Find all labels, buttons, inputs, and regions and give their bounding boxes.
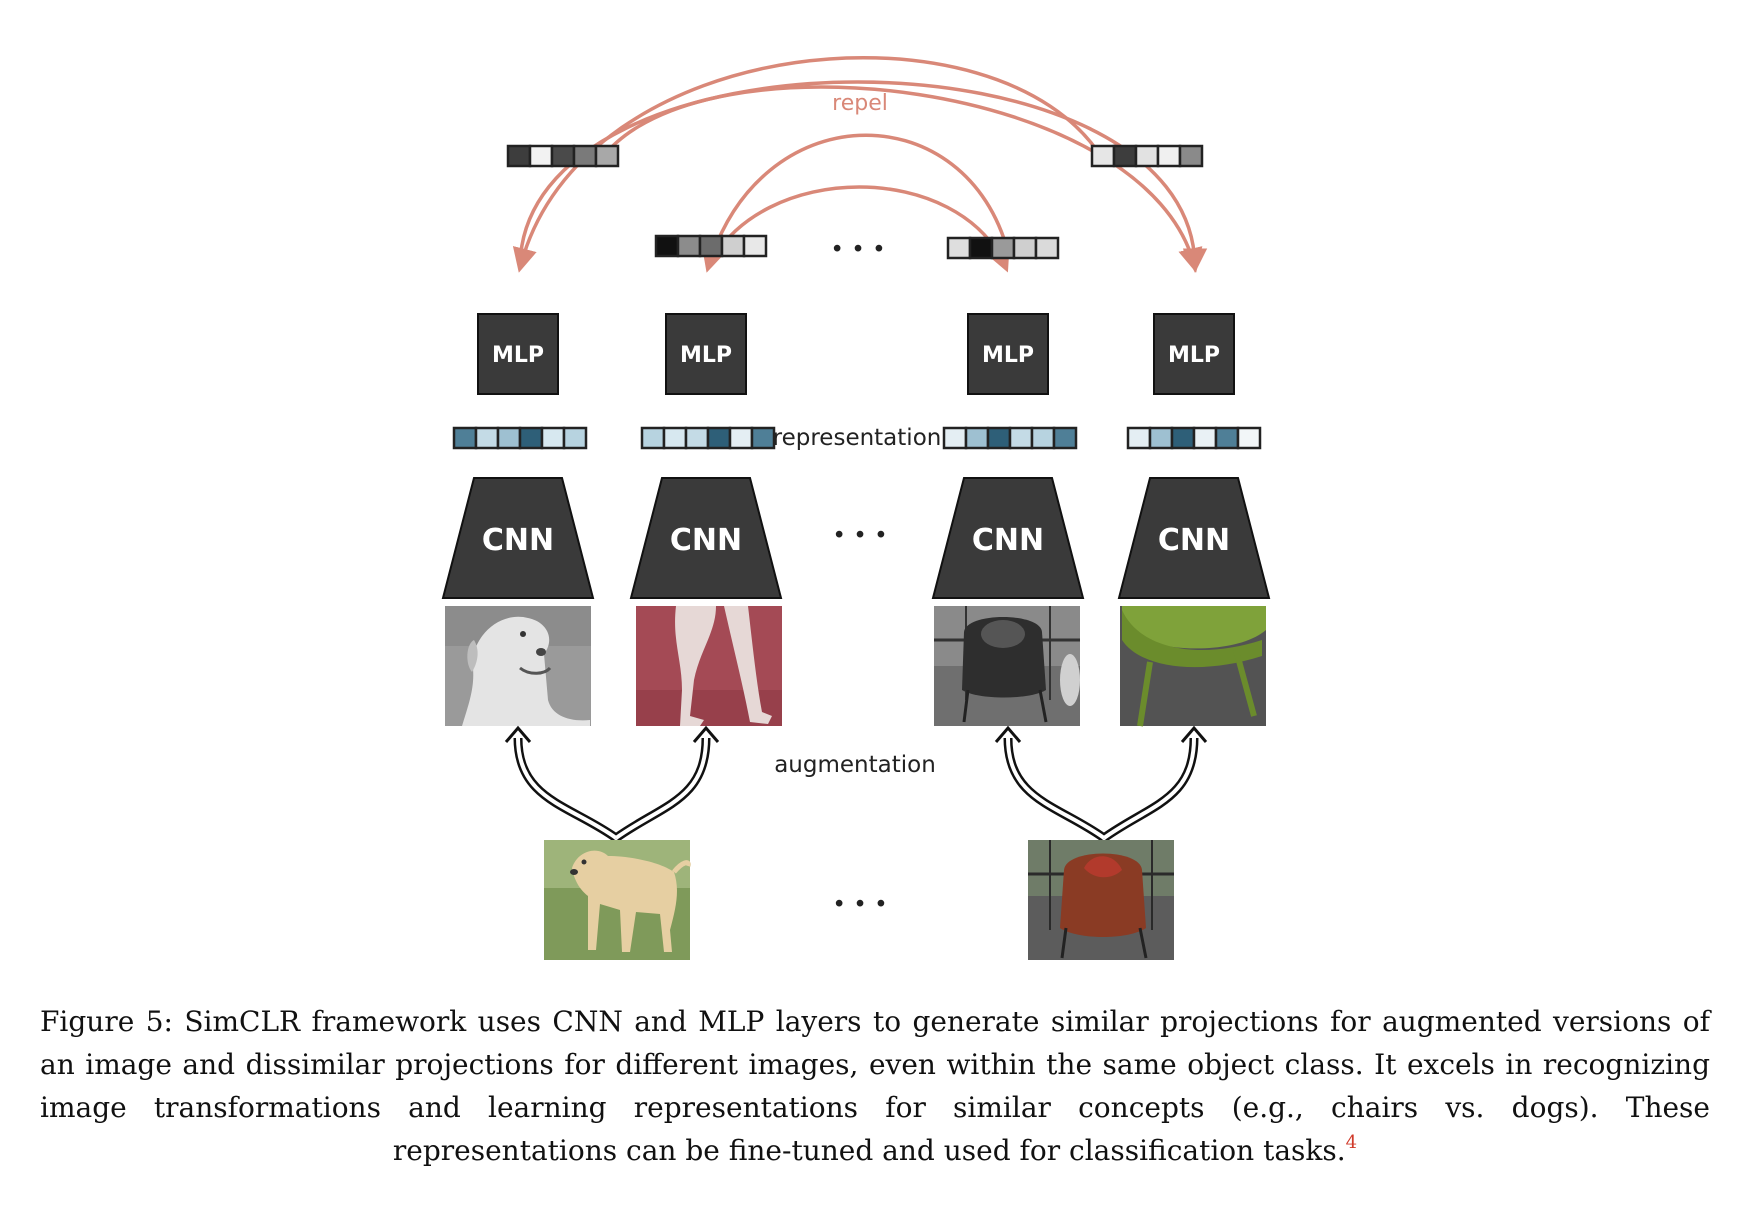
representation-vector-1 [452,426,588,450]
figure-caption: Figure 5: SimCLR framework uses CNN and … [40,1000,1710,1172]
ellipsis-middle: • • • [832,523,887,549]
projection-vectors [506,144,1204,260]
mlp-label: MLP [492,343,544,368]
chair-original-image [1028,840,1174,960]
repel-arrows [512,56,1208,273]
mlp-block-2: MLP [665,313,747,395]
chair-green-crop-image [1120,606,1266,727]
cnn-block-2: CNN [629,477,783,599]
representation-vectors [452,426,1262,450]
repel-label: repel [832,91,888,116]
representation-vector-2 [640,426,776,450]
projection-vector-2 [654,234,768,258]
repel-arrow-inner-right [706,185,1010,273]
caption-text: Figure 5: SimCLR framework uses CNN and … [40,1005,1710,1167]
repel-arrow-inner-left [701,133,1008,273]
representation-vector-4 [1126,426,1262,450]
mlp-block-3: MLP [967,313,1049,395]
augmentation-arrows [504,725,1208,842]
repel-arrow-outer [518,80,1208,273]
augmented-images [445,606,1266,727]
representation-label: representation [773,425,942,451]
mlp-block-4: MLP [1153,313,1235,395]
repel-arrow-right-out [600,85,1203,273]
mlp-blocks: MLP MLP MLP MLP [477,313,1235,395]
ellipsis-top: • • • [830,237,885,263]
cnn-blocks: CNN CNN CNN CNN [441,477,1271,599]
simclr-diagram: repel • [441,56,1271,960]
mlp-label: MLP [982,343,1034,368]
projection-vector-1 [506,144,620,168]
cnn-label: CNN [1158,523,1230,558]
dog-legs-red-tint-image [636,606,782,726]
projection-vector-4 [1090,144,1204,168]
mlp-block-1: MLP [477,313,559,395]
chair-grayscale-image [934,606,1080,726]
cnn-block-1: CNN [441,477,595,599]
cnn-block-4: CNN [1117,477,1271,599]
cnn-label: CNN [670,523,742,558]
original-images [544,840,1174,960]
cnn-label: CNN [972,523,1044,558]
representation-vector-3 [942,426,1078,450]
footnote-marker[interactable]: 4 [1345,1132,1358,1153]
mlp-label: MLP [680,343,732,368]
cnn-label: CNN [482,523,554,558]
repel-arrow-left-out [512,56,1104,273]
augmentation-label: augmentation [774,752,936,778]
cnn-block-3: CNN [931,477,1085,599]
dog-grayscale-image [445,606,591,726]
mlp-label: MLP [1168,343,1220,368]
projection-vector-3 [946,236,1060,260]
dog-original-image [544,840,691,960]
ellipsis-bottom: • • • [832,892,887,918]
